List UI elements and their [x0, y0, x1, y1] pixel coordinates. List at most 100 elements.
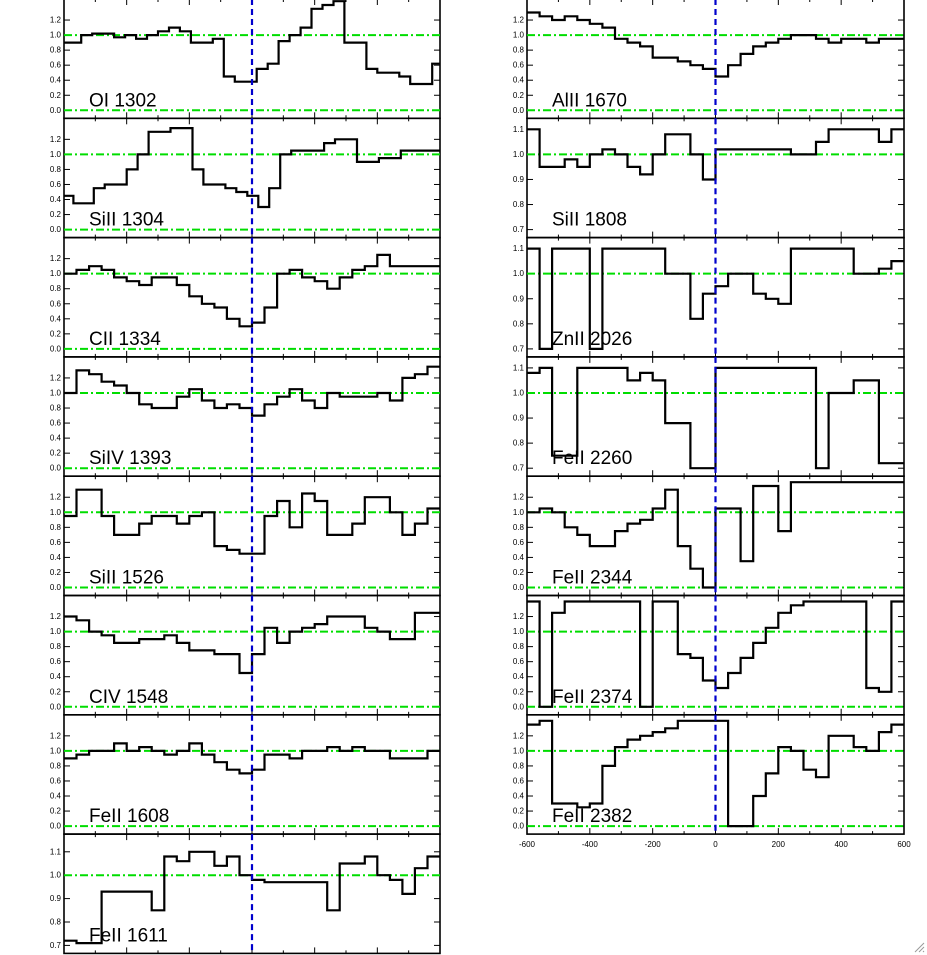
- panel-label: FeII 2260: [552, 448, 632, 469]
- spectrum-series: [527, 247, 904, 350]
- y-tick-label: 1.1: [513, 244, 525, 253]
- y-tick-label: 1.0: [513, 150, 525, 159]
- y-tick-label: 0.0: [50, 225, 62, 234]
- y-tick-label: 0.4: [50, 76, 62, 85]
- y-tick-label: 1.0: [50, 269, 62, 278]
- y-tick-label: 0.6: [50, 657, 62, 666]
- x-tick-label: 0: [713, 840, 718, 849]
- y-tick-label: 0.6: [50, 419, 62, 428]
- panel-label: CIV 1548: [89, 687, 168, 708]
- y-tick-label: 0.0: [513, 583, 525, 592]
- y-tick-label: 1.0: [50, 31, 62, 40]
- spectrum-series: [527, 366, 904, 470]
- y-tick-label: 0.6: [513, 538, 525, 547]
- y-tick-label: 0.8: [513, 761, 525, 770]
- spectrum-series: [527, 481, 904, 589]
- y-tick-label: 0.6: [513, 61, 525, 70]
- y-tick-label: 1.0: [50, 388, 62, 397]
- y-tick-label: 1.0: [513, 31, 525, 40]
- y-tick-label: 1.0: [513, 746, 525, 755]
- y-tick-label: 1.2: [513, 612, 525, 621]
- y-tick-label: 0.2: [513, 91, 525, 100]
- y-tick-label: 0.4: [513, 553, 525, 562]
- y-tick-label: 0.4: [50, 553, 62, 562]
- y-tick-label: 1.0: [513, 388, 525, 397]
- y-tick-label: 0.4: [513, 672, 525, 681]
- resize-grip-icon[interactable]: [913, 941, 925, 953]
- spectrum-series: [527, 128, 904, 181]
- spectrum-series: [527, 11, 904, 78]
- x-tick-label: 200: [772, 840, 786, 849]
- y-tick-label: 0.4: [513, 792, 525, 801]
- y-tick-label: 0.6: [50, 776, 62, 785]
- y-tick-label: 0.7: [513, 225, 525, 234]
- y-tick-label: 0.2: [50, 91, 62, 100]
- y-tick-label: 1.0: [513, 508, 525, 517]
- y-tick-label: 0.8: [513, 523, 525, 532]
- y-tick-label: 0.8: [50, 761, 62, 770]
- y-tick-label: 0.2: [513, 687, 525, 696]
- y-tick-label: 0.0: [50, 702, 62, 711]
- spectrum-series: [64, 0, 440, 86]
- y-tick-label: 1.2: [50, 731, 62, 740]
- y-tick-label: 1.2: [50, 493, 62, 502]
- y-tick-label: 1.2: [50, 135, 62, 144]
- panel-label: FeII 2374: [552, 687, 633, 708]
- y-tick-label: 0.8: [513, 319, 525, 328]
- y-tick-label: 0.2: [50, 329, 62, 338]
- y-tick-label: 0.6: [50, 299, 62, 308]
- y-tick-label: 0.8: [513, 200, 525, 209]
- panel-label: FeII 1611: [89, 925, 168, 946]
- y-tick-label: 0.9: [50, 894, 62, 903]
- y-tick-label: 0.8: [513, 439, 525, 448]
- y-tick-label: 0.0: [50, 106, 62, 115]
- panel-label: OI 1302: [89, 90, 157, 111]
- panel-label: ZnII 2026: [552, 329, 632, 350]
- y-tick-label: 0.8: [50, 642, 62, 651]
- y-tick-label: 0.8: [513, 46, 525, 55]
- y-tick-label: 0.7: [513, 344, 525, 353]
- y-tick-label: 0.4: [50, 195, 62, 204]
- y-tick-label: 0.8: [50, 404, 62, 413]
- y-tick-label: 1.0: [50, 627, 62, 636]
- panel-label: FeII 1608: [89, 806, 169, 827]
- y-tick-label: 0.0: [50, 464, 62, 473]
- y-tick-label: 1.2: [50, 612, 62, 621]
- y-tick-label: 1.0: [50, 508, 62, 517]
- y-tick-label: 1.0: [50, 150, 62, 159]
- panel-label: FeII 2382: [552, 806, 632, 827]
- y-tick-label: 0.8: [50, 46, 62, 55]
- y-tick-label: 0.0: [50, 583, 62, 592]
- y-tick-label: 0.8: [50, 918, 62, 927]
- y-tick-label: 1.2: [513, 16, 525, 25]
- spectrum-series: [64, 611, 440, 675]
- y-tick-label: 0.0: [513, 106, 525, 115]
- y-tick-label: 0.4: [50, 792, 62, 801]
- y-tick-label: 0.9: [513, 414, 525, 423]
- spectrum-series: [527, 719, 904, 828]
- spectrum-series: [64, 127, 440, 209]
- y-tick-label: 0.8: [513, 642, 525, 651]
- y-tick-label: 0.0: [50, 344, 62, 353]
- y-tick-label: 0.4: [513, 76, 525, 85]
- panel-label: FeII 2344: [552, 568, 633, 589]
- y-tick-label: 0.4: [50, 434, 62, 443]
- panel-label: SiII 1808: [552, 210, 627, 231]
- y-tick-label: 1.2: [50, 254, 62, 263]
- panel-label: AlII 1670: [552, 90, 627, 111]
- y-tick-label: 1.0: [513, 269, 525, 278]
- x-tick-label: 600: [897, 840, 911, 849]
- y-tick-label: 1.0: [50, 871, 62, 880]
